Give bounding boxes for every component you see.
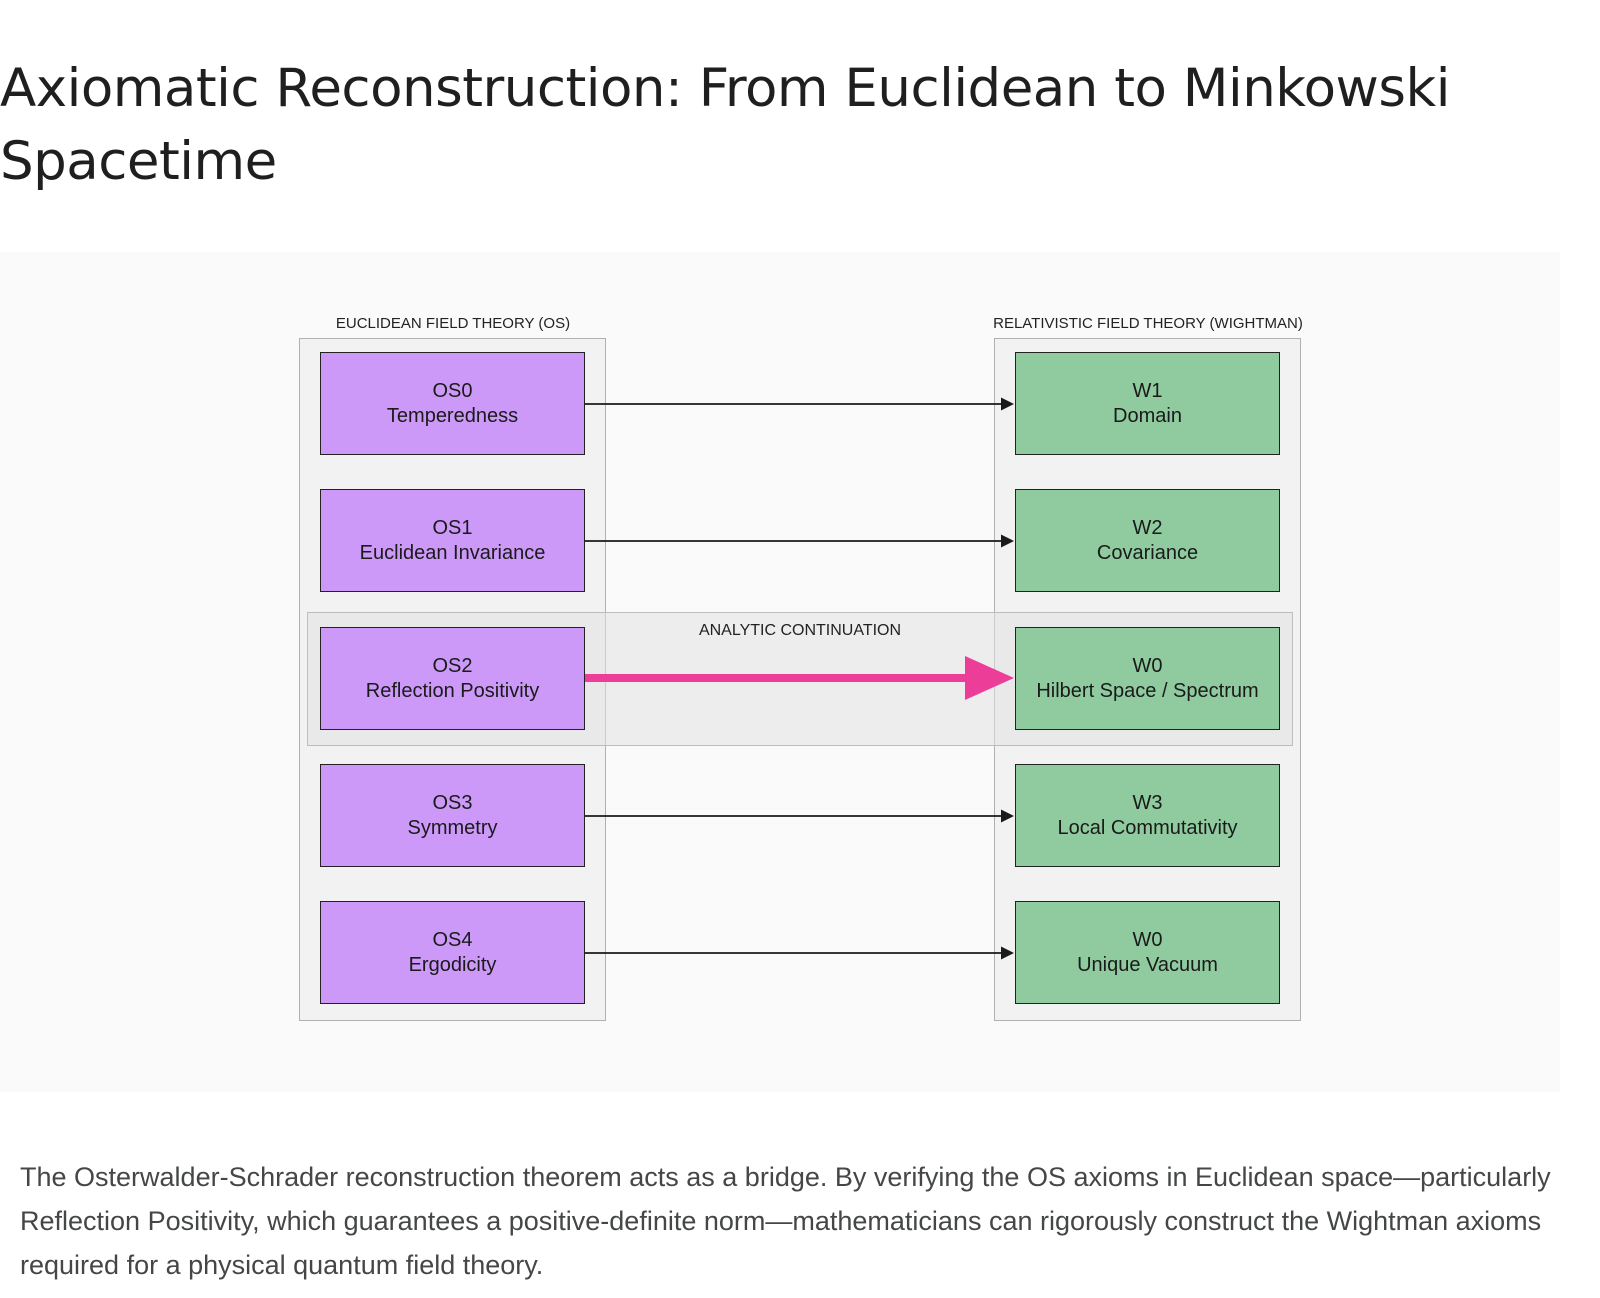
os-axiom-box: OS0 Temperedness: [320, 352, 585, 455]
axiom-code: OS0: [432, 379, 473, 402]
axiom-code: OS1: [432, 516, 473, 539]
wightman-axiom-box: W1 Domain: [1015, 352, 1280, 455]
figure-caption: The Osterwalder-Schrader reconstruction …: [20, 1162, 1551, 1280]
euclidean-column-header: EUCLIDEAN FIELD THEORY (OS): [335, 315, 571, 332]
axiom-code: OS3: [432, 791, 473, 814]
axiom-name: Reflection Positivity: [365, 679, 540, 702]
axiom-name: Unique Vacuum: [1077, 953, 1218, 976]
page-title: Axiomatic Reconstruction: From Euclidean…: [0, 58, 1450, 192]
analytic-continuation-label: ANALYTIC CONTINUATION: [698, 622, 902, 639]
axiom-name: Covariance: [1096, 541, 1199, 564]
wightman-column-header: RELATIVISTIC FIELD THEORY (WIGHTMAN): [993, 315, 1303, 332]
wightman-axiom-box: W3 Local Commutativity: [1015, 764, 1280, 867]
axiom-code: W0: [1132, 928, 1163, 951]
wightman-axiom-box: W2 Covariance: [1015, 489, 1280, 592]
axiom-name: Symmetry: [407, 816, 498, 839]
wightman-axiom-box: W0 Unique Vacuum: [1015, 901, 1280, 1004]
axiom-name: Temperedness: [386, 404, 519, 427]
os-axiom-box: OS3 Symmetry: [320, 764, 585, 867]
axiom-code: W1: [1132, 379, 1163, 402]
axiom-code: W0: [1132, 654, 1163, 677]
axiom-code: W3: [1132, 791, 1163, 814]
axiom-name: Ergodicity: [408, 953, 497, 976]
wightman-axiom-box: W0 Hilbert Space / Spectrum: [1015, 627, 1280, 730]
axiom-name: Euclidean Invariance: [359, 541, 546, 564]
axiom-code: OS4: [432, 928, 473, 951]
axiom-name: Hilbert Space / Spectrum: [1036, 679, 1259, 702]
os-axiom-box: OS1 Euclidean Invariance: [320, 489, 585, 592]
axiom-code: W2: [1132, 516, 1163, 539]
axiom-name: Domain: [1113, 404, 1182, 427]
os-axiom-box: OS4 Ergodicity: [320, 901, 585, 1004]
axiom-name: Local Commutativity: [1057, 816, 1238, 839]
axiom-code: OS2: [432, 654, 473, 677]
os-axiom-box: OS2 Reflection Positivity: [320, 627, 585, 730]
